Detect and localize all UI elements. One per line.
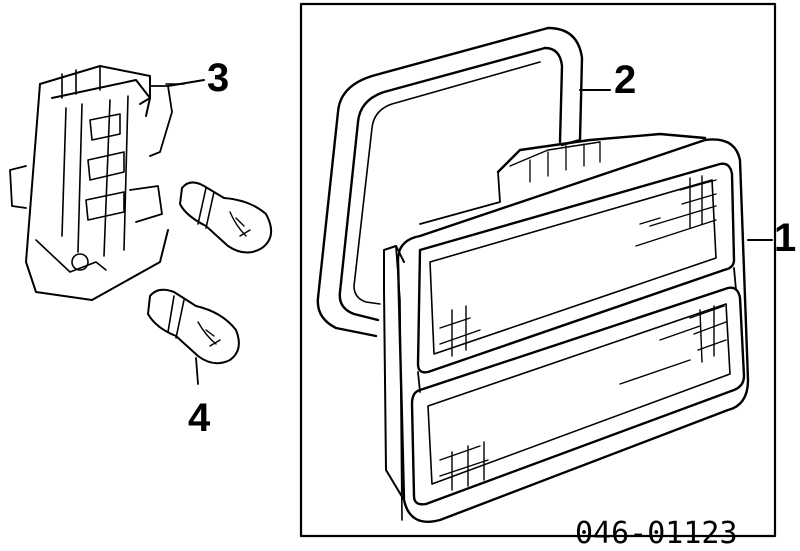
bulb-holder-part (9, 65, 185, 301)
lower-bulb-part (147, 288, 240, 385)
callout-2: 2 (614, 58, 637, 102)
parts-diagram (9, 2, 777, 538)
part-reference-code: 046-01123 (575, 516, 738, 551)
assembly-frame (299, 2, 777, 538)
callout-1: 1 (774, 216, 797, 260)
callout-3: 3 (207, 56, 230, 100)
callout-4: 4 (188, 396, 211, 440)
leader-line-3 (167, 79, 205, 87)
gasket-part (316, 26, 584, 338)
upper-bulb-part (179, 181, 273, 254)
lamp-housing-part (383, 132, 750, 523)
